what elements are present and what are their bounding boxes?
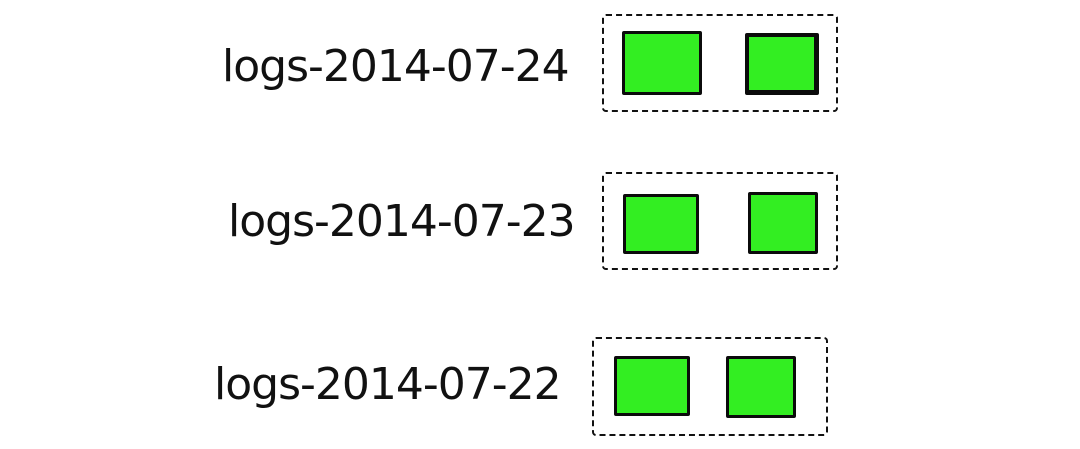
index-boundary — [602, 172, 838, 270]
index-row-2014-07-23: logs-2014-07-23 — [0, 155, 1080, 285]
shard-block — [745, 33, 819, 95]
shard-block — [623, 194, 699, 254]
index-row-2014-07-22: logs-2014-07-22 — [0, 318, 1080, 448]
index-boundary — [592, 337, 828, 436]
index-boundary — [602, 14, 838, 112]
index-row-2014-07-24: logs-2014-07-24 — [0, 0, 1080, 130]
index-label: logs-2014-07-22 — [214, 359, 562, 410]
index-label: logs-2014-07-24 — [222, 41, 570, 92]
index-label: logs-2014-07-23 — [228, 196, 576, 247]
shard-block — [748, 192, 818, 254]
shard-block — [614, 356, 690, 416]
shard-block — [622, 31, 702, 95]
shard-block — [726, 356, 796, 418]
